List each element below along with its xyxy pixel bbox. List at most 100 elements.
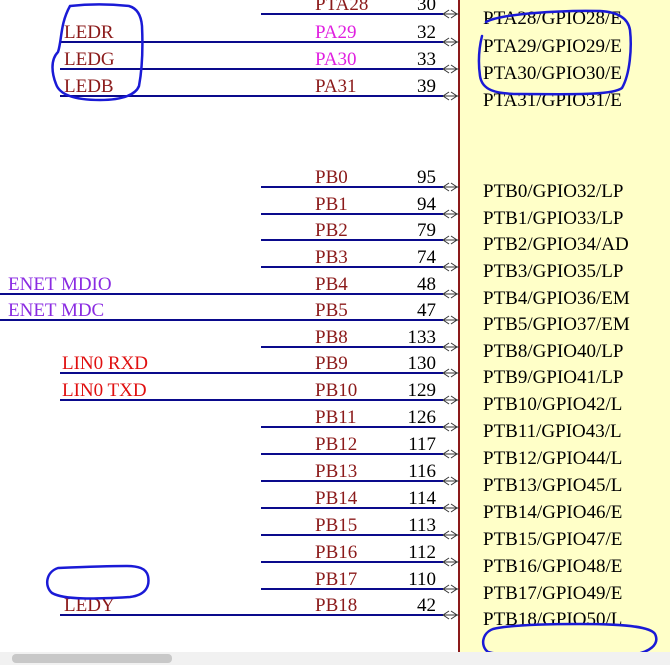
pin-number: 74 xyxy=(417,247,437,268)
port-label: PB5 xyxy=(315,300,348,321)
pin-arrow-icon xyxy=(442,262,450,272)
chip-pin-label: PTB8/GPIO40/LP xyxy=(483,341,623,362)
net-label: LIN0 RXD xyxy=(62,353,148,374)
port-label: PB3 xyxy=(315,247,348,268)
chip-pin-label: PTA28/GPIO28/E xyxy=(483,8,622,29)
port-label: PB10 xyxy=(315,380,357,401)
pin-direction-icon xyxy=(450,64,458,74)
pin-number: 42 xyxy=(417,595,436,616)
pin-number: 95 xyxy=(417,167,436,188)
port-label: PTA28 xyxy=(315,0,368,15)
pin-number: 110 xyxy=(408,569,436,590)
port-label: PB18 xyxy=(315,595,357,616)
pin-direction-icon xyxy=(450,530,458,540)
port-label: PB0 xyxy=(315,167,348,188)
chip-pin-label: PTB16/GPIO48/E xyxy=(483,556,622,577)
pin-direction-icon xyxy=(450,209,458,219)
annotation-circle-ptb18 xyxy=(481,622,658,659)
chip-pin-label: PTB9/GPIO41/LP xyxy=(483,367,623,388)
pin-direction-icon xyxy=(450,9,458,19)
chip-pin-label: PTB2/GPIO34/AD xyxy=(483,234,629,255)
pin-arrow-icon xyxy=(442,449,450,459)
pin-number: 112 xyxy=(408,542,436,563)
pin-number: 113 xyxy=(408,515,436,536)
chip-pin-label: PTA31/GPIO31/E xyxy=(483,90,622,111)
pin-number: 79 xyxy=(417,220,436,241)
chip-pin-label: PTB12/GPIO44/L xyxy=(483,448,622,469)
pin-direction-icon xyxy=(450,503,458,513)
port-label: PB14 xyxy=(315,488,358,509)
pin-arrow-icon xyxy=(442,503,450,513)
port-label: PB2 xyxy=(315,220,348,241)
net-label: LIN0 TXD xyxy=(62,380,147,401)
port-label: PB9 xyxy=(315,353,348,374)
pin-direction-icon xyxy=(450,610,458,620)
pin-arrow-icon xyxy=(442,209,450,219)
chip-pin-label: PTB15/GPIO47/E xyxy=(483,529,622,550)
scrollbar-thumb[interactable] xyxy=(12,654,172,663)
port-label: PB8 xyxy=(315,327,348,348)
annotation-circle-pta-labels xyxy=(477,9,632,96)
pin-arrow-icon xyxy=(442,422,450,432)
pin-arrow-icon xyxy=(442,289,450,299)
port-label: PB15 xyxy=(315,515,357,536)
pin-direction-icon xyxy=(450,368,458,378)
pin-arrow-icon xyxy=(442,91,450,101)
port-label: PB1 xyxy=(315,194,348,215)
net-label: LEDY xyxy=(64,595,115,616)
chip-pin-label: PTB0/GPIO32/LP xyxy=(483,181,623,202)
pin-arrow-icon xyxy=(442,368,450,378)
pin-direction-icon xyxy=(450,557,458,567)
pin-arrow-icon xyxy=(442,64,450,74)
pin-direction-icon xyxy=(450,395,458,405)
pin-arrow-icon xyxy=(442,37,450,47)
pin-direction-icon xyxy=(450,262,458,272)
hand-drawn-annotations xyxy=(45,3,658,659)
pin-direction-icon xyxy=(450,449,458,459)
pin-number: 39 xyxy=(417,76,436,97)
annotation-circle-ledy xyxy=(45,564,150,600)
pin-direction-icon xyxy=(450,584,458,594)
pin-arrow-icon xyxy=(442,395,450,405)
pin-number: 116 xyxy=(408,461,436,482)
pin-number: 47 xyxy=(417,300,436,321)
pin-number: 48 xyxy=(417,274,436,295)
pin-direction-icon xyxy=(450,182,458,192)
pin-number: 94 xyxy=(417,194,437,215)
chip-pin-label: PTB3/GPIO35/LP xyxy=(483,261,623,282)
pin-number: 129 xyxy=(408,380,437,401)
chip-pin-label: PTB13/GPIO45/L xyxy=(483,475,622,496)
chip-pin-label: PTB11/GPIO43/L xyxy=(483,421,622,442)
net-label: LEDR xyxy=(64,22,114,43)
pin-direction-icon xyxy=(450,342,458,352)
net-label: ENET MDC xyxy=(8,300,104,321)
chip-pin-label: PTA30/GPIO30/E xyxy=(483,63,622,84)
port-label: PB16 xyxy=(315,542,357,563)
pin-arrow-icon xyxy=(442,557,450,567)
pin-number: 130 xyxy=(408,353,437,374)
pin-direction-icon xyxy=(450,289,458,299)
port-label: PB17 xyxy=(315,569,357,590)
pin-arrow-icon xyxy=(442,610,450,620)
horizontal-scrollbar[interactable] xyxy=(0,652,670,665)
port-label: PA30 xyxy=(315,49,357,70)
pin-direction-icon xyxy=(450,37,458,47)
pin-arrow-icon xyxy=(442,315,450,325)
annotation-circle-led-rgb xyxy=(51,3,144,102)
pin-number: 117 xyxy=(408,434,436,455)
pin-arrow-icon xyxy=(442,342,450,352)
chip-pin-label: PTB10/GPIO42/L xyxy=(483,394,622,415)
port-label: PB4 xyxy=(315,274,348,295)
port-label: PB12 xyxy=(315,434,357,455)
pin-number: 133 xyxy=(408,327,437,348)
pin-direction-icon xyxy=(450,91,458,101)
chip-pin-label: PTB4/GPIO36/EM xyxy=(483,288,630,309)
pin-direction-icon xyxy=(450,315,458,325)
mcu-chip-body xyxy=(458,0,670,661)
port-label: PA29 xyxy=(315,22,357,43)
pin-direction-icon xyxy=(450,235,458,245)
net-label: ENET MDIO xyxy=(8,274,112,295)
pin-arrow-icon xyxy=(442,182,450,192)
chip-pin-label: PTB14/GPIO46/E xyxy=(483,502,622,523)
